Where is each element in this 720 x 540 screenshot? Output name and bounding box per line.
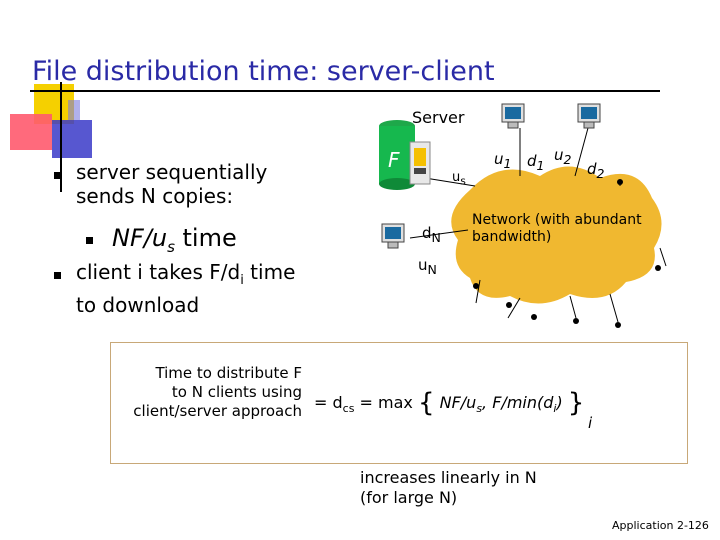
formula-subscript: i — [588, 414, 593, 432]
label-u1: u1 — [494, 150, 512, 171]
network-diagram — [379, 103, 667, 323]
formula-equals: = dcs = max — [314, 393, 413, 416]
peer-dot — [617, 179, 623, 185]
label-us: us — [452, 170, 466, 188]
brace-open: { — [417, 388, 435, 418]
bullet-text: server sequentially sends N copies: — [76, 160, 268, 208]
sub-bullet-time: time — [174, 224, 237, 252]
brace-close: } — [567, 388, 585, 418]
formula-line: to N clients using — [171, 383, 302, 401]
formula-expression: = dcs = max { NF/us, F/min(di) } — [314, 388, 584, 418]
file-label: F — [388, 148, 400, 172]
server-drum — [379, 120, 415, 190]
sub-bullet-math: NF/us — [112, 224, 175, 256]
network-cloud — [451, 166, 662, 304]
bullet-marker — [86, 237, 93, 244]
slide-footer: Application 2-126 — [612, 519, 709, 532]
peer-dot — [573, 318, 579, 324]
label-d2: d2 — [587, 160, 605, 181]
formula-args: NF/us, F/min(di) — [439, 393, 563, 416]
sub-bullet-nf-us: NF/us time — [112, 224, 237, 256]
server-label: Server — [412, 108, 465, 127]
peer-dot — [531, 314, 537, 320]
network-label: Network (with abundant bandwidth) — [472, 212, 642, 245]
peer-computer — [381, 223, 405, 249]
label-u2: u2 — [554, 146, 572, 167]
label-uN: uN — [418, 256, 437, 277]
deco-square-red — [10, 114, 52, 150]
formula-line: Time to distribute F — [155, 364, 302, 382]
bullet-marker — [54, 272, 61, 279]
peer-dot — [615, 322, 621, 328]
deco-square-blue-fade — [68, 100, 80, 120]
slide-title: File distribution time: server-client — [32, 56, 495, 87]
peer-computer — [501, 103, 525, 129]
bullet-marker — [54, 172, 61, 179]
peer-dot — [655, 265, 661, 271]
deco-horizontal-line — [30, 90, 660, 92]
peer-dot — [506, 302, 512, 308]
formula-description: Time to distribute F to N clients using … — [112, 364, 302, 421]
deco-square-blue — [52, 120, 92, 158]
label-d1: d1 — [527, 152, 545, 173]
growth-note: increases linearly in N(for large N) — [360, 468, 537, 507]
server-tower — [409, 141, 431, 185]
bullet-server-sends: server sequentially sends N copies: — [76, 160, 306, 208]
formula-box — [110, 342, 688, 464]
peer-dot — [473, 283, 479, 289]
peer-computer — [577, 103, 601, 129]
formula-line: client/server approach — [133, 402, 302, 420]
label-dN: dN — [422, 224, 441, 245]
deco-vertical-line — [60, 82, 62, 192]
